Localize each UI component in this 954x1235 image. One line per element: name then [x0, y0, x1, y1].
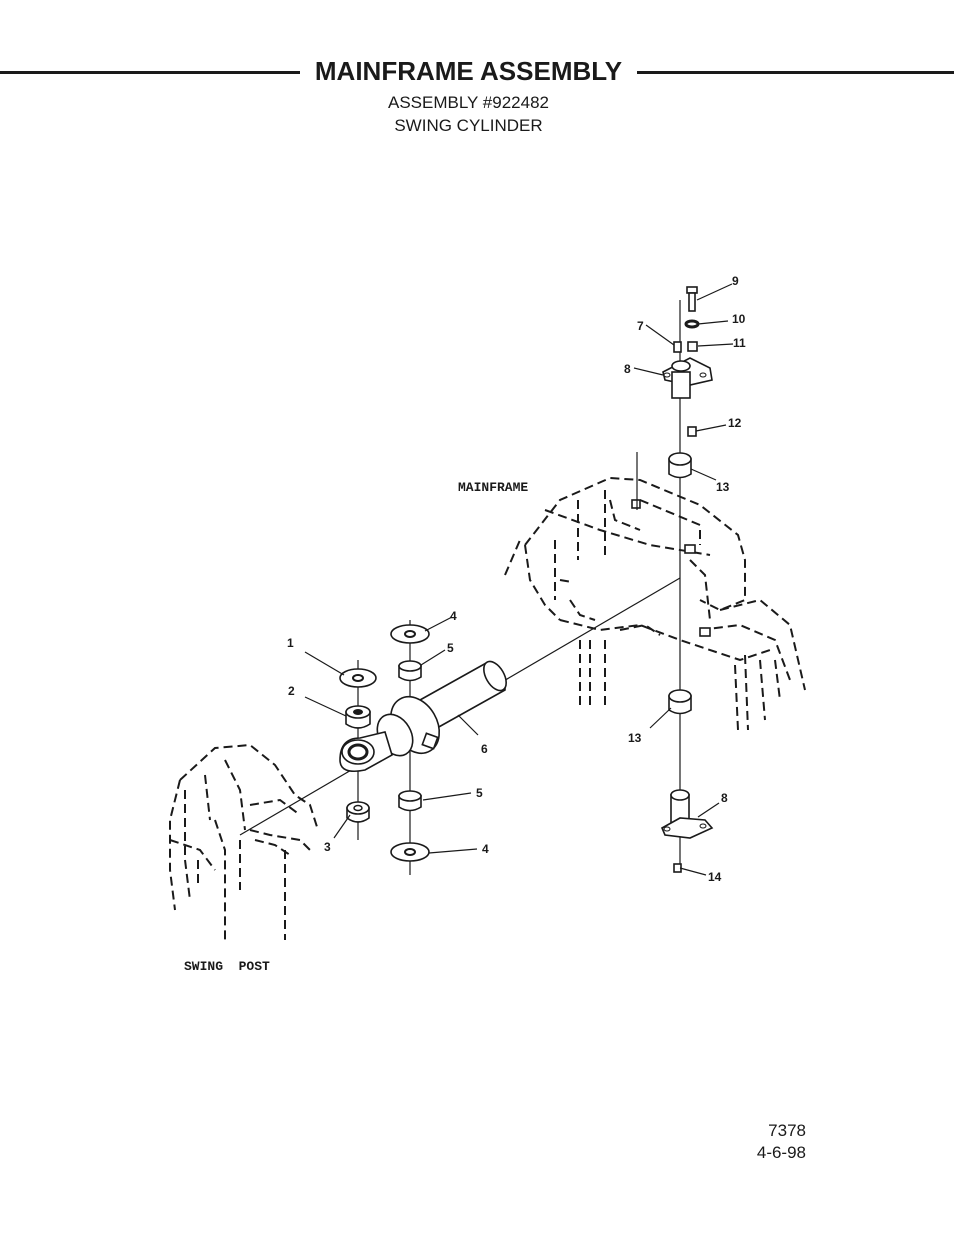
bushing-3 — [346, 801, 370, 823]
pin-flange-8-bottom — [660, 789, 714, 839]
callout-7: 7 — [637, 319, 644, 333]
callout-8-bottom: 8 — [721, 791, 728, 805]
drawing-date: 4-6-98 — [756, 1143, 806, 1162]
bushing-13-bottom — [668, 689, 692, 715]
callout-12: 12 — [728, 416, 742, 430]
bolt-9 — [686, 286, 698, 312]
page-title: MAINFRAME ASSEMBLY — [314, 56, 623, 86]
swing-post-label: SWING POST — [184, 959, 270, 974]
callout-4-bottom: 4 — [482, 842, 489, 856]
callout-2: 2 — [288, 684, 295, 698]
leader-lines — [304, 283, 734, 876]
swing-post-outline — [169, 743, 319, 940]
callout-5-top: 5 — [447, 641, 454, 655]
callout-3: 3 — [324, 840, 331, 854]
callout-5-bottom: 5 — [476, 786, 483, 800]
mainframe-label: MAINFRAME — [458, 480, 528, 495]
bushing-13-top — [668, 452, 692, 479]
callout-9: 9 — [732, 274, 739, 288]
callout-6: 6 — [481, 742, 488, 756]
callout-13-bottom: 13 — [628, 731, 642, 745]
drawing-number: 7378 — [768, 1121, 806, 1140]
pin-flange-8-top — [662, 357, 713, 399]
centerlines — [239, 300, 681, 875]
fitting-12 — [687, 426, 697, 437]
washer-10 — [684, 319, 700, 329]
callout-14: 14 — [708, 870, 722, 884]
assembly-subtitle: SWING CYLINDER — [394, 116, 543, 135]
callout-4-top: 4 — [450, 609, 457, 623]
washer-1 — [339, 668, 377, 688]
swing-cylinder — [339, 660, 507, 773]
nut-11 — [687, 341, 698, 352]
fitting-7 — [673, 341, 682, 353]
bushing-5-bottom — [398, 790, 422, 812]
callout-8-top: 8 — [624, 362, 631, 376]
mainframe-outline — [504, 476, 806, 731]
fitting-14 — [673, 863, 682, 873]
assembly-number: ASSEMBLY #922482 — [388, 93, 549, 112]
bushing-2 — [345, 705, 371, 729]
washer-4-bottom — [390, 842, 430, 862]
bushing-5-top — [398, 660, 422, 682]
title-rule-left — [0, 71, 300, 74]
callout-1: 1 — [287, 636, 294, 650]
title-rule-right — [637, 71, 954, 74]
callout-13-top: 13 — [716, 480, 730, 494]
callout-10: 10 — [732, 312, 746, 326]
washer-4-top — [390, 624, 430, 644]
callout-11: 11 — [733, 336, 746, 350]
